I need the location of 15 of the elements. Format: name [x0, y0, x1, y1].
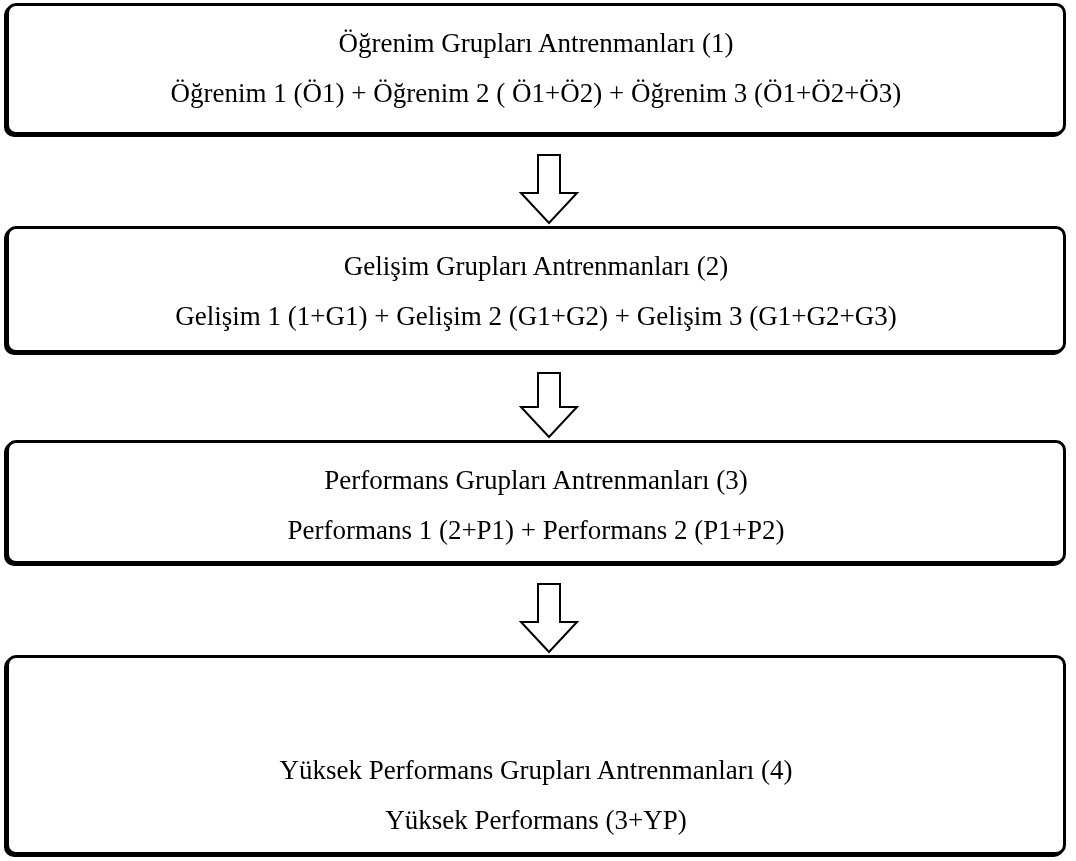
box-heading: Öğrenim Grupları Antrenmanları (1) [338, 27, 734, 60]
process-box [6, 3, 1066, 135]
box-formula: Performans 1 (2+P1) + Performans 2 (P1+P2) [287, 514, 785, 547]
box-formula: Öğrenim 1 (Ö1) + Öğrenim 2 ( Ö1+Ö2) + Öğrenim 3 (Ö1+Ö2+Ö3) [170, 77, 902, 110]
box-formula: Yüksek Performans (3+YP) [385, 804, 687, 837]
box-heading: Yüksek Performans Grupları Antrenmanları (4) [279, 754, 793, 787]
block-arrow [518, 372, 580, 439]
process-box [6, 440, 1066, 564]
box-heading: Gelişim Grupları Antrenmanları (2) [343, 250, 729, 283]
box-heading: Performans Grupları Antrenmanları (3) [324, 464, 748, 497]
process-box [6, 655, 1066, 855]
block-arrow [518, 583, 580, 654]
process-box [6, 226, 1066, 353]
box-formula: Gelişim 1 (1+G1) + Gelişim 2 (G1+G2) + Gelişim 3 (G1+G2+G3) [175, 300, 897, 333]
block-arrow [518, 154, 580, 225]
